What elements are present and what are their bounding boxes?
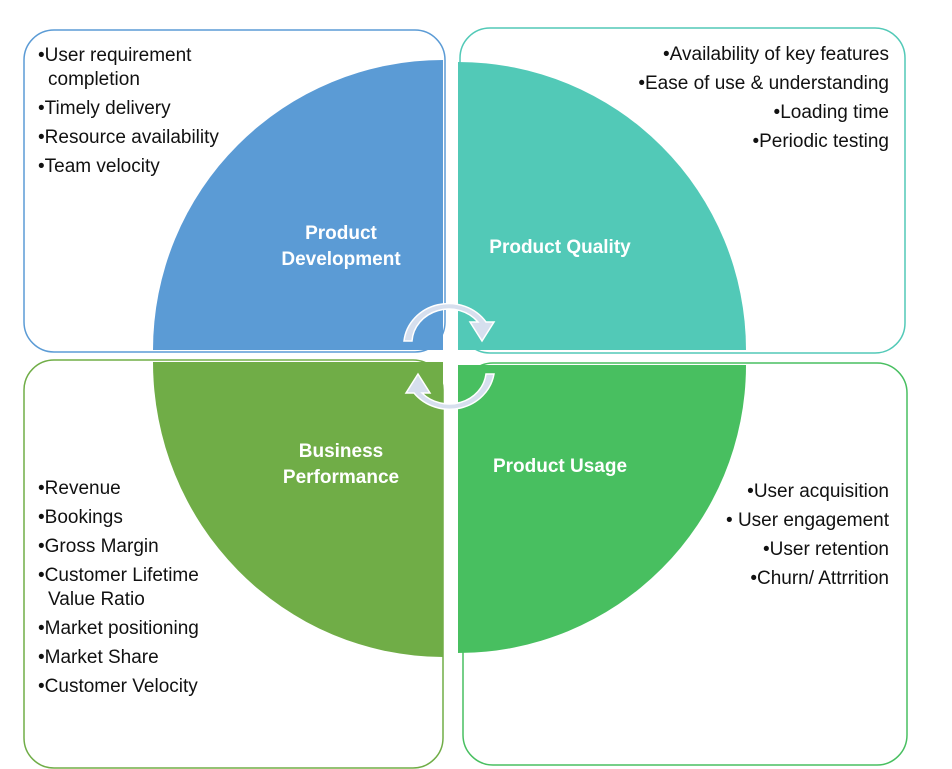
business-title-line1: Business	[298, 441, 384, 462]
list-item: •Loading time	[773, 102, 889, 123]
development-title: Product Development	[281, 221, 400, 273]
list-item: •Gross Margin	[38, 536, 159, 557]
list-item: •Ease of use & understanding	[638, 73, 889, 94]
quality-title: Product Quality	[489, 237, 631, 258]
list-item: Value Ratio	[48, 589, 145, 610]
business-metrics-list: •Revenue •Bookings •Gross Margin •Custom…	[38, 474, 199, 701]
quality-quadrant	[458, 62, 746, 350]
development-title-line1: Product	[305, 223, 377, 244]
list-item: •Team velocity	[38, 156, 160, 177]
list-item: •Bookings	[38, 507, 123, 528]
list-item: completion	[48, 69, 140, 90]
list-item: •Revenue	[38, 478, 121, 499]
list-item: •Customer Velocity	[38, 676, 198, 697]
list-item: •User acquisition	[747, 481, 889, 502]
business-quadrant	[153, 362, 443, 657]
list-item: •User retention	[763, 539, 889, 560]
list-item: •Market Share	[38, 647, 159, 668]
quality-metrics-list: •Availability of key features •Ease of u…	[638, 40, 889, 156]
development-box	[23, 29, 446, 353]
list-item: •Churn/ Attrrition	[750, 568, 889, 589]
list-item: • User engagement	[726, 510, 889, 531]
list-item: •Customer Lifetime	[38, 565, 199, 586]
list-item: •User requirement	[38, 45, 192, 66]
list-item: •Market positioning	[38, 618, 199, 639]
list-item: •Availability of key features	[663, 44, 889, 65]
list-item: •Timely delivery	[38, 98, 171, 119]
development-title-line2: Development	[281, 249, 401, 270]
cycle-arrow-bottom-icon	[404, 372, 495, 410]
usage-metrics-list: •User acquisition • User engagement •Use…	[726, 477, 889, 593]
list-item: •Periodic testing	[752, 131, 889, 152]
development-metrics-list: •User requirement completion •Timely del…	[38, 41, 219, 181]
list-item: •Resource availability	[38, 127, 219, 148]
business-title-line2: Performance	[282, 467, 400, 488]
cycle-arrow-top-icon	[403, 302, 496, 343]
usage-title: Product Usage	[492, 456, 628, 477]
business-title: Business Performance	[283, 439, 399, 491]
usage-quadrant	[458, 365, 746, 653]
development-quadrant	[153, 60, 443, 350]
